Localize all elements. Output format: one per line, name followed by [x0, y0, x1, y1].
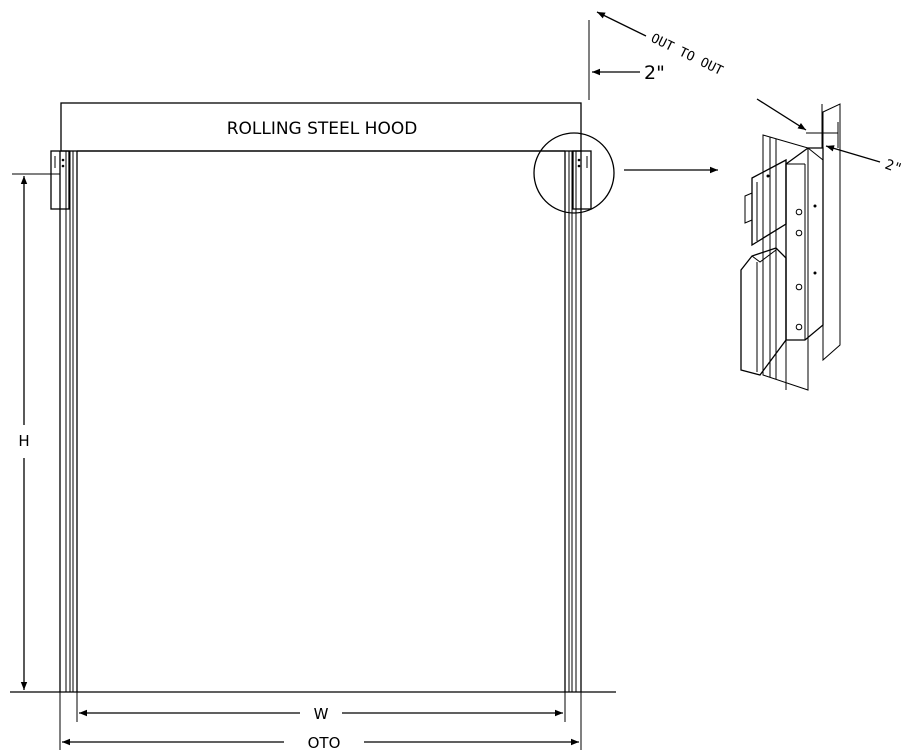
bolt-icons	[795, 204, 817, 331]
clearance-side-label: 2"	[883, 157, 903, 178]
rolling-steel-hood: ROLLING STEEL HOOD	[60, 102, 582, 152]
width-dimension: W	[76, 692, 566, 723]
detail-dimensions: 2" OUT TO OUT 2"	[588, 11, 903, 178]
left-guide-rail	[50, 150, 74, 692]
clearance-top-label: 2"	[644, 62, 665, 84]
door-opening	[76, 150, 566, 692]
overall-width-dimension: OTO	[59, 692, 582, 752]
guide-assembly-detail	[740, 103, 841, 391]
width-label: W	[314, 705, 329, 723]
overall-width-label: OTO	[308, 734, 341, 752]
height-label: H	[18, 432, 29, 450]
detail-callout	[533, 132, 718, 214]
hood-label: ROLLING STEEL HOOD	[227, 119, 418, 139]
right-guide-rail	[568, 150, 592, 692]
height-dimension: H	[12, 173, 60, 690]
